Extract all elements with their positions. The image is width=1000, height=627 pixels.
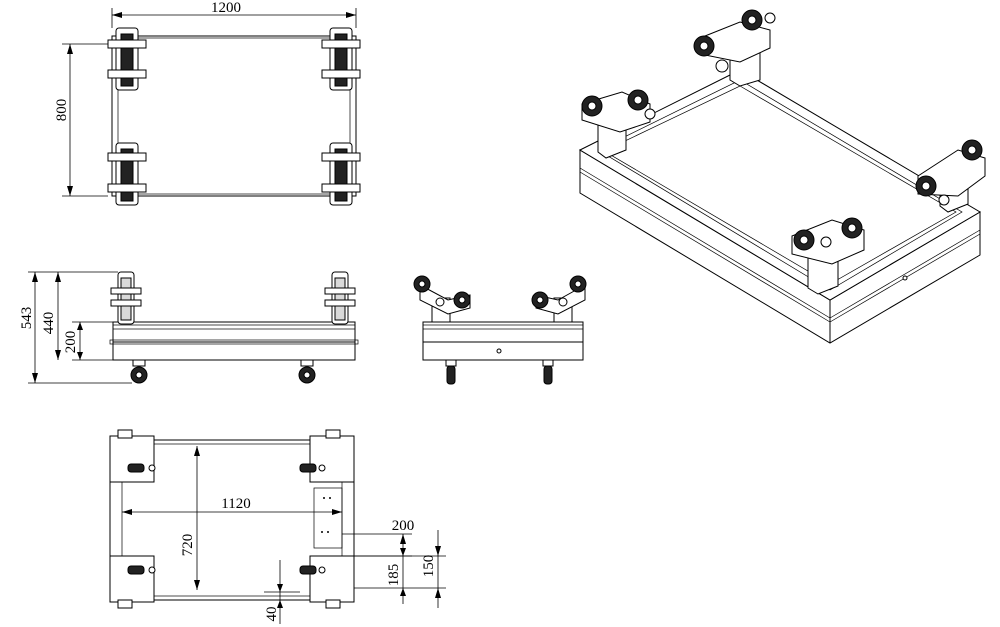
- front-view-base: [112, 341, 356, 361]
- base-height-dimension: 200: [63, 321, 113, 361]
- inner-depth-dimension: 720: [180, 446, 200, 590]
- inner-depth-label: 720: [180, 534, 196, 557]
- base-height-label: 200: [63, 331, 79, 354]
- caster-offset-dimension: 150: [342, 530, 446, 608]
- top-view: 1200 800: [54, 0, 361, 206]
- roller-module-bottom-left: [107, 142, 147, 206]
- side-caster-left: [445, 359, 457, 385]
- iso-roller-left: [581, 89, 656, 159]
- bottom-caster-top-left: [127, 463, 156, 473]
- roller-module-top-left: [107, 27, 147, 91]
- roller-module-top-right: [321, 27, 361, 91]
- front-roller-left: [110, 271, 142, 325]
- roller-module-bottom-right: [321, 142, 361, 206]
- bottom-caster-bottom-left: [127, 565, 156, 575]
- offset-label: 200: [392, 518, 415, 534]
- caster-pitch-dimension: 185: [354, 548, 446, 596]
- total-height-label: 543: [19, 307, 35, 330]
- depth-dimension: 800: [54, 43, 108, 197]
- edge-margin-dimension: 40: [264, 560, 300, 624]
- side-caster-right: [542, 359, 554, 385]
- bottom-caster-bottom-right: [299, 565, 326, 575]
- inner-width-dimension: 1120: [122, 496, 342, 515]
- side-roller-left: [413, 275, 471, 323]
- front-caster-left: [130, 359, 148, 384]
- bottom-view: 1120 720 200 185 1: [109, 429, 446, 624]
- edge-margin-label: 40: [264, 607, 280, 622]
- side-view: [413, 275, 587, 385]
- side-roller-right: [531, 275, 587, 323]
- total-height-dimension: 543: [19, 271, 132, 384]
- isometric-top-plate: [578, 69, 981, 301]
- iso-roller-back: [693, 9, 776, 87]
- roller-height-dimension: 440: [41, 272, 61, 360]
- width-dimension: 1200: [111, 0, 357, 28]
- bottom-view-frame: [109, 439, 355, 601]
- width-label: 1200: [211, 0, 241, 16]
- iso-roller-front: [791, 217, 865, 295]
- inner-width-label: 1120: [221, 496, 250, 512]
- depth-label: 800: [54, 99, 70, 122]
- bottom-caster-top-right: [299, 463, 326, 473]
- caster-pitch-label: 185: [386, 564, 402, 587]
- front-roller-right: [324, 271, 356, 325]
- front-caster-right: [298, 359, 316, 384]
- roller-height-label: 440: [41, 312, 57, 335]
- iso-roller-right: [915, 139, 986, 213]
- bottom-center-plate: [313, 487, 343, 549]
- top-view-frame: [111, 35, 357, 197]
- front-view: 543 440 200: [19, 271, 359, 384]
- isometric-view: [578, 9, 986, 344]
- caster-offset-label: 150: [421, 555, 437, 578]
